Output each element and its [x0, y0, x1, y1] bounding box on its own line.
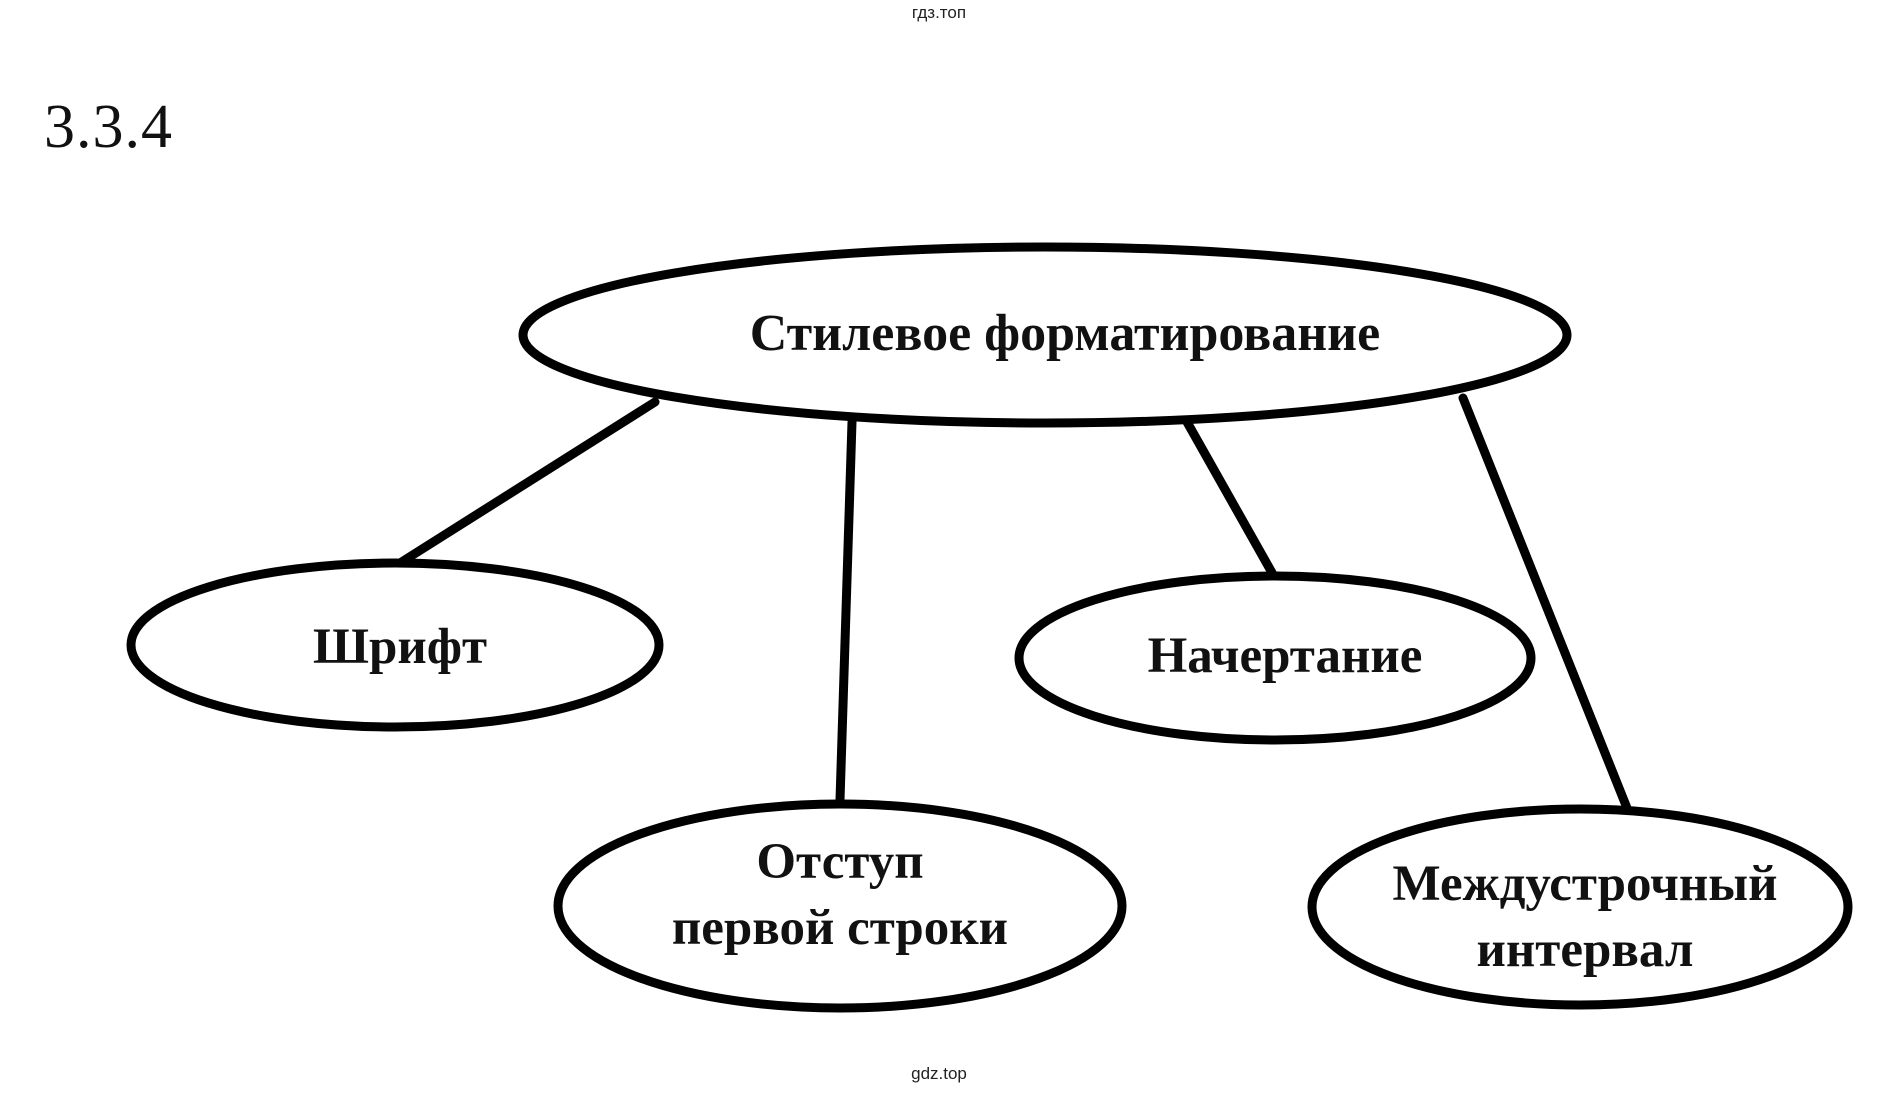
node-spacing-label-line1: Междустрочный — [1392, 856, 1777, 912]
node-indent-label-line1: Отступ — [756, 834, 923, 890]
node-font-shape — [126, 558, 664, 732]
connector-root-style — [1182, 417, 1280, 583]
node-indent-shape — [553, 799, 1127, 1013]
watermark-top: гдз.топ — [911, 3, 967, 22]
exercise-number: 3.3.4 — [44, 93, 173, 161]
node-style-shape — [1014, 571, 1536, 745]
connector-root-indent — [835, 417, 857, 805]
node-spacing-shape — [1307, 804, 1853, 1010]
root-node-label: Стилевое форматирование — [750, 305, 1380, 362]
connector-root-spacing — [1458, 393, 1632, 813]
node-font-label: Шрифт — [313, 619, 487, 675]
connector-root-font — [395, 397, 660, 568]
node-style-label: Начертание — [1148, 628, 1423, 684]
root-node-shape — [518, 242, 1572, 428]
watermark-bottom: gdz.top — [911, 1064, 967, 1083]
node-spacing-label-line2: интервал — [1477, 922, 1694, 978]
node-indent-label-line2: первой строки — [672, 900, 1008, 956]
